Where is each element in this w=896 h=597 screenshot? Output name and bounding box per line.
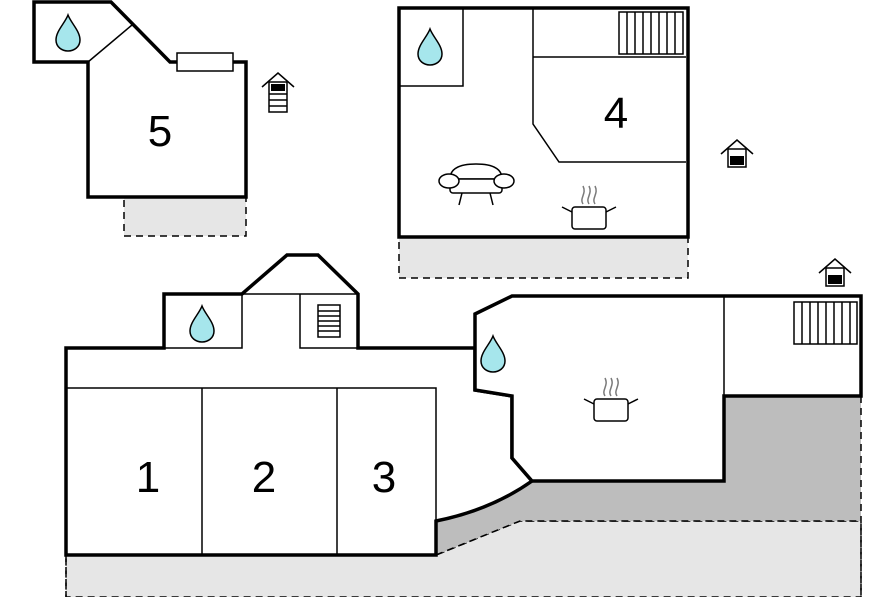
radiator-icon [176,52,234,72]
building-5-walls [32,0,248,199]
staircase-icon [317,304,341,338]
sofa-icon [438,163,515,206]
room-label-1: 1 [136,453,160,502]
terrace-5 [123,196,247,237]
terrace-4 [398,236,689,279]
staircase-icon [261,72,295,113]
building-5: 5 [32,0,248,237]
room-label-2: 2 [252,453,276,502]
main-building: 1 2 3 [64,253,863,597]
terrace-main [65,520,862,597]
main-building-right-walls [473,294,863,483]
building-4: 4 [397,6,690,279]
main-building-left-walls [64,253,535,557]
terrace-dark [436,396,861,555]
room-label-4: 4 [604,89,628,138]
room-label-3: 3 [372,453,396,502]
house-entrance-icon [818,258,852,287]
radiator-icon [618,11,684,55]
house-entrance-icon [720,139,754,168]
radiator-icon [793,301,858,345]
room-label-5: 5 [148,107,172,156]
